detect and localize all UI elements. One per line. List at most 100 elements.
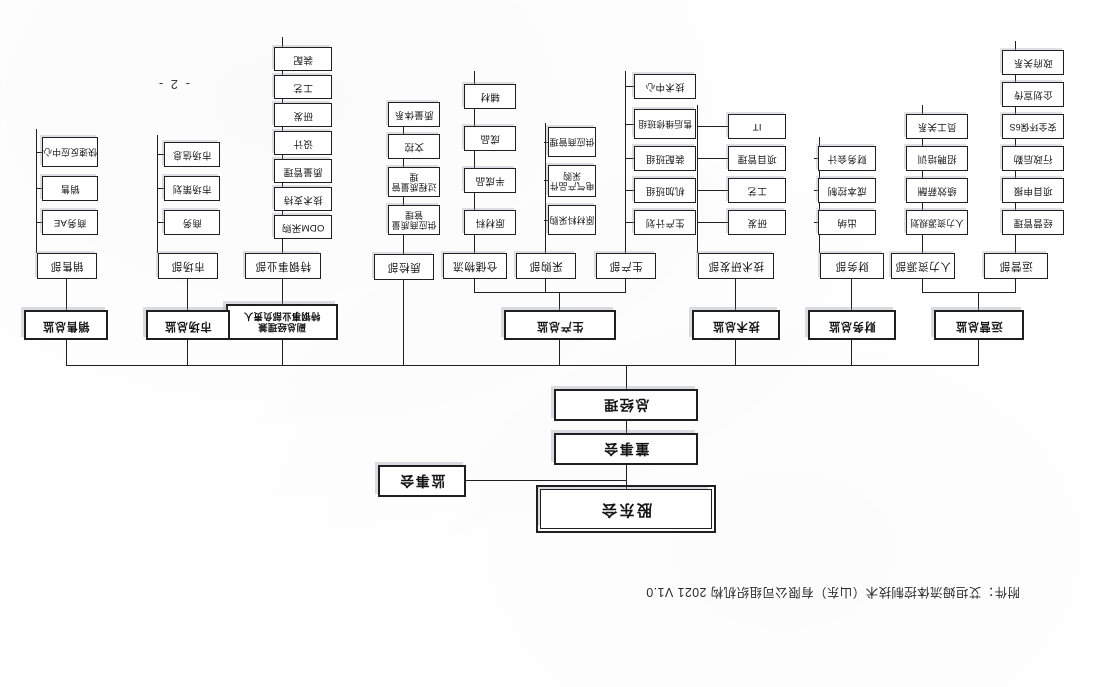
leaf-specialsteel-6[interactable]: 装配 <box>274 47 332 71</box>
leaf-purchasing-0[interactable]: 原材料采购 <box>548 205 596 235</box>
connector-leaf <box>698 157 728 159</box>
node-label: 企划宣传 <box>1013 89 1053 101</box>
connector-supervisory-branch <box>466 479 627 481</box>
leaf-specialsteel-3[interactable]: 设计 <box>274 131 332 155</box>
node-label: 招聘培训 <box>917 153 957 165</box>
leaf-specialsteel-4[interactable]: 研发 <box>274 103 332 127</box>
leaf-marketing-1[interactable]: 市场策划 <box>164 176 220 201</box>
leaf-quality-3[interactable]: 质量体系 <box>388 102 440 127</box>
connector-production-split <box>475 291 626 293</box>
leaf-finance-0[interactable]: 出纳 <box>818 210 876 235</box>
node-label: 原材料采购 <box>549 215 595 226</box>
node-label: 销售 <box>60 183 80 195</box>
connector-production-to-prod <box>624 279 626 293</box>
node-label: 运营总监 <box>955 319 1003 332</box>
leaf-quality-0[interactable]: 供应商质量管理 <box>388 205 440 235</box>
leaf-warehouse-0[interactable]: 原材料 <box>464 210 516 235</box>
node-label: 仓储物流 <box>452 260 498 273</box>
connector-marketing-leaf-spine <box>156 135 158 253</box>
leaf-operations-4[interactable]: 企划宣传 <box>1002 82 1064 107</box>
leaf-specialsteel-0[interactable]: ODM采购 <box>274 215 332 239</box>
node-label: 商务 <box>182 217 202 229</box>
leaf-specialsteel-1[interactable]: 技术支持 <box>274 187 332 211</box>
connector-marketing-to-dept <box>186 279 188 310</box>
node-director-sales[interactable]: 销售总监 <box>24 310 108 340</box>
node-label: 运营部 <box>999 260 1033 273</box>
leaf-finance-1[interactable]: 成本控制 <box>818 178 876 203</box>
leaf-sales-1[interactable]: 销售 <box>42 176 98 201</box>
connector-production-stem <box>558 293 560 310</box>
leaf-operations-5[interactable]: 政府关系 <box>1002 50 1064 75</box>
node-dept-sales[interactable]: 销售部 <box>37 253 97 279</box>
connector-gm-to-bus <box>625 365 627 389</box>
leaf-warehouse-2[interactable]: 成品 <box>464 126 516 151</box>
node-label: 辅材 <box>480 91 500 103</box>
node-dept-purchasing[interactable]: 采购部 <box>516 253 576 279</box>
node-shareholders-meeting[interactable]: 股东会 <box>535 484 717 534</box>
node-label: 出纳 <box>837 217 857 229</box>
leaf-sales-0[interactable]: 商务AE <box>42 210 98 235</box>
leaf-techrd-1[interactable]: 工艺 <box>728 178 786 203</box>
leaf-purchasing-2[interactable]: 供应商管理 <box>548 127 596 157</box>
leaf-production-2[interactable]: 装配班组 <box>634 146 696 171</box>
node-dept-quality[interactable]: 质检部 <box>374 254 434 280</box>
leaf-marketing-2[interactable]: 市场信息 <box>164 142 220 167</box>
node-director-operations[interactable]: 运营总监 <box>934 310 1024 340</box>
node-dept-operations[interactable]: 运营部 <box>984 253 1048 279</box>
leaf-finance-2[interactable]: 财务会计 <box>818 146 876 171</box>
leaf-hr-2[interactable]: 招聘培训 <box>906 146 968 171</box>
node-director-production[interactable]: 生产总监 <box>504 310 616 340</box>
connector-special-steel-to-dept <box>281 279 283 304</box>
leaf-operations-3[interactable]: 安全环保6S <box>1002 114 1064 139</box>
node-dept-production[interactable]: 生产部 <box>596 253 656 279</box>
node-director-marketing[interactable]: 市场总监 <box>146 310 230 340</box>
leaf-purchasing-1[interactable]: 电气产品件采购 <box>548 165 596 197</box>
node-label: 供应商管理 <box>549 137 595 148</box>
leaf-operations-1[interactable]: 项目申报 <box>1002 178 1064 203</box>
node-label: 监事会 <box>398 473 446 490</box>
leaf-specialsteel-2[interactable]: 质量管理 <box>274 159 332 183</box>
leaf-hr-3[interactable]: 员工关系 <box>906 114 968 139</box>
leaf-techrd-2[interactable]: 项目管理 <box>728 146 786 171</box>
connector-leaf <box>626 123 634 125</box>
node-label: 总经理 <box>602 397 650 414</box>
leaf-operations-0[interactable]: 经营管理 <box>1002 210 1064 235</box>
leaf-production-0[interactable]: 生产计划 <box>634 210 696 235</box>
node-label: 市场信息 <box>172 149 212 161</box>
leaf-sales-2[interactable]: 快速反应中心 <box>42 137 98 167</box>
leaf-quality-1[interactable]: 过程质量管理 <box>388 167 440 197</box>
node-director-finance[interactable]: 财务总监 <box>808 310 896 340</box>
leaf-warehouse-3[interactable]: 辅材 <box>464 84 516 109</box>
leaf-production-3[interactable]: 售后维修班组 <box>634 109 696 139</box>
node-dept-tech-rd[interactable]: 技术研发部 <box>698 253 774 279</box>
connector-technical-to-dept <box>734 279 736 310</box>
connector-leaf <box>698 221 728 223</box>
leaf-hr-1[interactable]: 绩效薪酬 <box>906 178 968 203</box>
leaf-techrd-3[interactable]: IT <box>728 114 786 139</box>
leaf-techrd-0[interactable]: 研发 <box>728 210 786 235</box>
node-general-manager[interactable]: 总经理 <box>554 389 698 421</box>
node-dept-marketing[interactable]: 市场部 <box>158 253 218 279</box>
leaf-marketing-0[interactable]: 商务 <box>164 210 220 235</box>
leaf-specialsteel-5[interactable]: 工艺 <box>274 75 332 99</box>
node-dept-special-steel[interactable]: 特钢事业部 <box>245 253 321 279</box>
page-number: - 2 - <box>156 77 190 92</box>
node-dept-finance[interactable]: 财务部 <box>820 253 884 279</box>
node-deputy-gm-special-steel[interactable]: 副总经理兼 特钢事业部负责人 <box>226 304 338 340</box>
node-supervisory-board[interactable]: 监事会 <box>378 465 466 497</box>
leaf-quality-2[interactable]: 文控 <box>388 134 440 159</box>
node-label: IT <box>752 121 762 133</box>
node-dept-warehouse[interactable]: 仓储物流 <box>443 253 507 279</box>
node-board-of-directors[interactable]: 董事会 <box>554 433 698 465</box>
node-dept-hr[interactable]: 人力资源部 <box>891 253 955 279</box>
leaf-production-4[interactable]: 技术中心 <box>634 74 696 99</box>
leaf-operations-2[interactable]: 行政后勤 <box>1002 146 1064 171</box>
leaf-production-1[interactable]: 机加班组 <box>634 178 696 203</box>
connector-bus-drop-operations <box>977 340 979 366</box>
document-header: 附件：艾坦姆流体控制技术（山东）有限公司组织机构 2021 V1.0 <box>645 585 1020 599</box>
leaf-warehouse-1[interactable]: 半成品 <box>464 168 516 193</box>
node-director-technical[interactable]: 技术总监 <box>692 310 780 340</box>
leaf-hr-0[interactable]: 人力资源规划 <box>906 210 968 235</box>
connector-operations-to-hr <box>921 279 923 293</box>
node-label: 股东会 <box>599 501 653 519</box>
